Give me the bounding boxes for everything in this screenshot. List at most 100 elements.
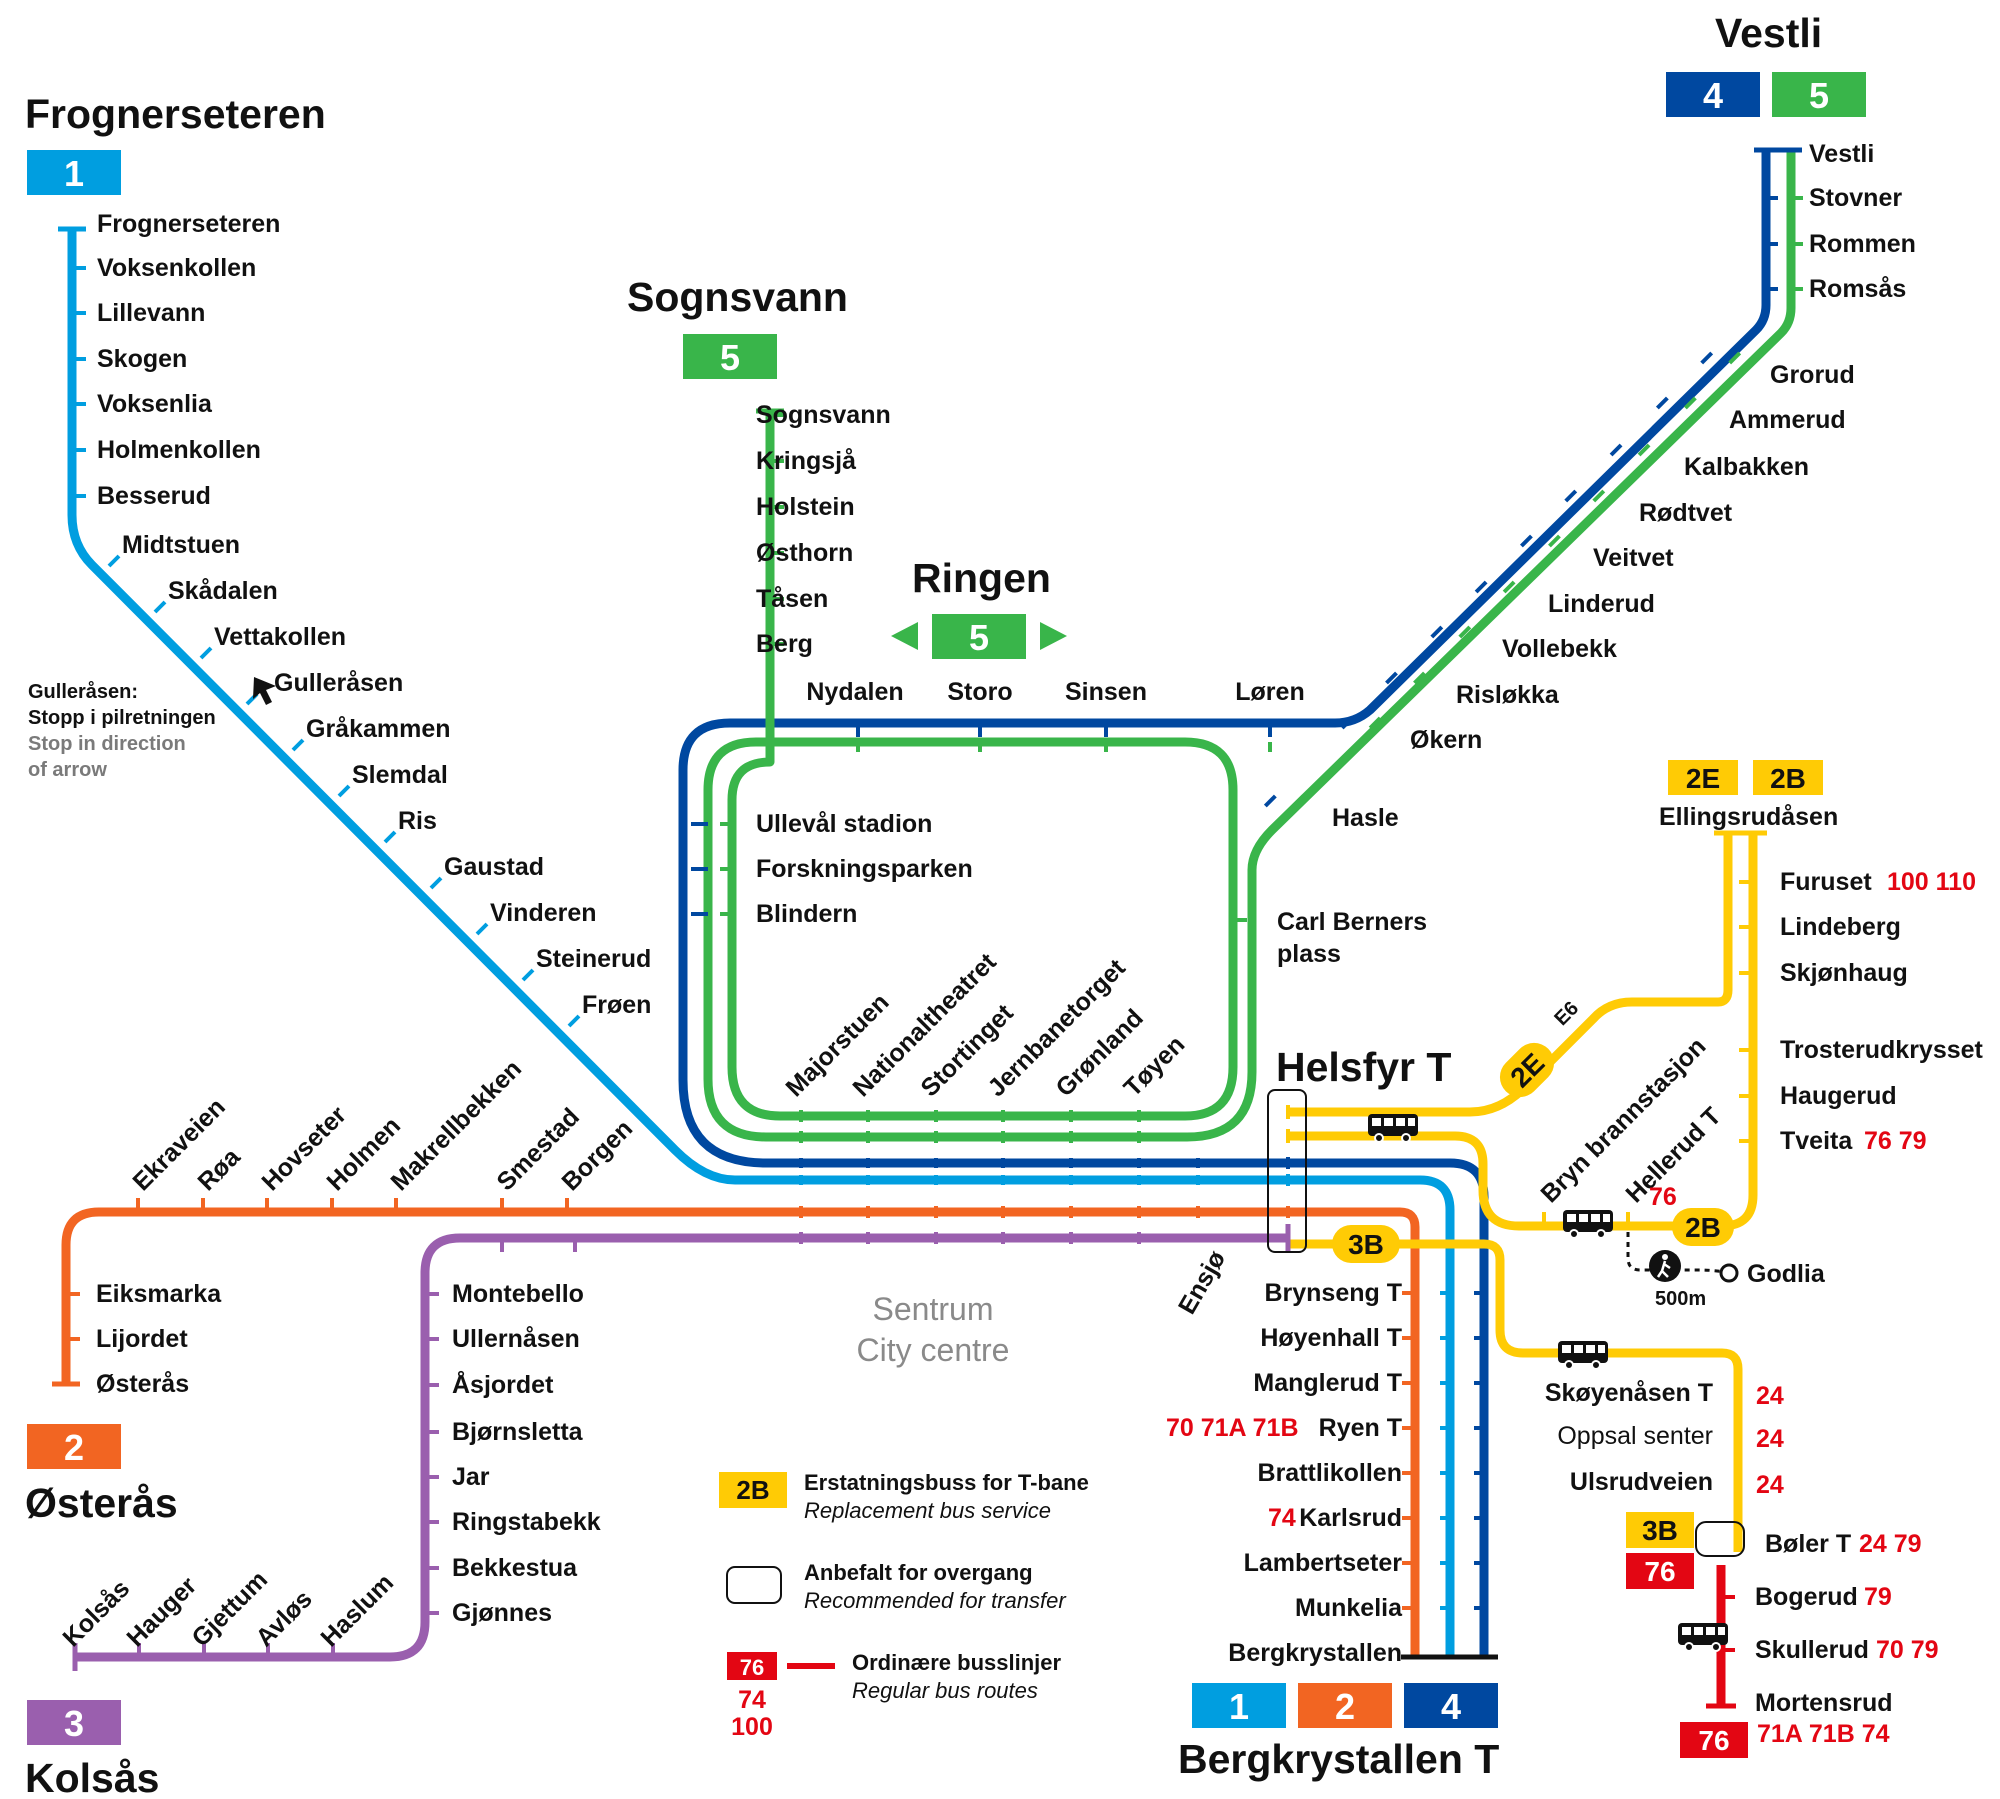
note-line-2: Stopp i pilretningen — [28, 707, 216, 729]
station-label: Manglerud T — [1253, 1369, 1402, 1397]
station-label: Røa — [192, 1142, 246, 1196]
station-label: Romsås — [1809, 275, 1906, 303]
badge-line-5-vestli: 5 — [1809, 75, 1829, 116]
pill-3b: 3B — [1348, 1229, 1384, 1260]
station-label: Østhorn — [756, 539, 853, 567]
badge-line-1-frognerseteren: 1 — [64, 153, 84, 194]
station-tick — [1458, 625, 1472, 639]
station-tick — [1340, 716, 1354, 730]
pill-2b: 2B — [1685, 1212, 1721, 1243]
station-label: Linderud — [1548, 590, 1655, 618]
station-label: Hasle — [1332, 804, 1399, 832]
station-label: Jar — [452, 1463, 490, 1491]
legend-replacement-sub: Replacement bus service — [804, 1498, 1051, 1523]
station-label: Brattlikollen — [1258, 1459, 1402, 1487]
bus-numbers: 76 79 — [1864, 1127, 1927, 1155]
station-label: Haslum — [315, 1569, 399, 1653]
station-tick — [1700, 351, 1714, 365]
station-label: Furuset — [1780, 868, 1872, 896]
station-label: Karlsrud — [1299, 1504, 1402, 1532]
station-label: Bøler T — [1765, 1530, 1851, 1558]
line-3-track — [75, 1233, 1288, 1662]
legend-badge-76: 76 — [740, 1655, 764, 1680]
badge-line-5-ringen: 5 — [969, 617, 989, 658]
station-label: Tveita — [1780, 1127, 1853, 1155]
station-label: Vettakollen — [214, 623, 346, 651]
legend-bus-title: Ordinære busslinjer — [852, 1650, 1061, 1675]
station-tick — [521, 968, 535, 982]
station-label: Godlia — [1747, 1260, 1826, 1288]
badge-76-boler: 76 — [1644, 1556, 1675, 1587]
station-label: Tåsen — [756, 585, 828, 613]
station-label: Bogerud — [1755, 1583, 1858, 1611]
bus-numbers: 24 — [1756, 1425, 1784, 1453]
legend-bus-sub: Regular bus routes — [852, 1678, 1038, 1703]
title-frognerseteren: Frognerseteren — [25, 91, 326, 137]
station-label: Veitvet — [1593, 544, 1674, 572]
station-label: Midtstuen — [122, 531, 240, 559]
legend-transfer-box-icon — [726, 1566, 782, 1604]
station-tick — [1502, 580, 1516, 594]
station-tick — [107, 554, 121, 568]
bus-icon — [1558, 1341, 1608, 1370]
station-tick — [383, 830, 397, 844]
station-label: Mortensrud — [1755, 1689, 1893, 1717]
station-label: Risløkka — [1456, 681, 1560, 709]
city-centre-label: City centre — [857, 1332, 1010, 1368]
station-label: Voksenkollen — [97, 254, 256, 282]
station-tick — [429, 876, 443, 890]
station-tick — [1683, 396, 1697, 410]
station-label: Åsjordet — [452, 1370, 554, 1399]
station-tick — [1413, 671, 1426, 685]
station-label: Sognsvann — [756, 401, 891, 429]
station-label: Rommen — [1809, 230, 1916, 258]
sentrum-label: Sentrum — [873, 1291, 994, 1327]
station-label: Holstein — [756, 493, 855, 521]
station-tick — [1592, 489, 1606, 503]
note-line-1: Gulleråsen: — [28, 680, 138, 703]
station-label: Hauger — [121, 1571, 202, 1652]
e6-label: E6 — [1550, 997, 1583, 1030]
bus-numbers: 71A 71B 74 — [1757, 1720, 1890, 1748]
station-tick — [153, 600, 167, 614]
station-label: Besserud — [97, 482, 211, 510]
walk-distance: 500m — [1655, 1288, 1706, 1310]
badge-line-4-vestli: 4 — [1703, 75, 1723, 116]
ellingsrudasen-group: 2E 2B Ellingsrudåsen — [1659, 760, 1838, 831]
station-label: Haugerud — [1780, 1082, 1897, 1110]
title-helsfyr: Helsfyr T — [1276, 1044, 1451, 1090]
station-label: Høyenhall T — [1260, 1324, 1402, 1352]
station-label: Kalbakken — [1684, 453, 1809, 481]
station-label: Skøyenåsen T — [1545, 1379, 1713, 1407]
bus-numbers: 79 — [1864, 1583, 1892, 1611]
godlia-stop-icon — [1719, 1263, 1739, 1283]
station-label: Frognerseteren — [97, 210, 280, 238]
station-label: Bergkrystallen — [1228, 1639, 1402, 1667]
badge-line-2-osteras: 2 — [64, 1427, 84, 1468]
station-label: Ringstabekk — [452, 1508, 601, 1536]
badge-line-5-sognsvann: 5 — [720, 337, 740, 378]
bus-numbers: 24 — [1756, 1382, 1784, 1410]
line-badges: 1 4 5 5 5 2 3 1 2 4 — [27, 72, 1866, 1745]
station-label: Nydalen — [806, 678, 903, 706]
ring-arrow-right-icon — [1040, 622, 1067, 650]
station-label: Østerås — [96, 1370, 189, 1398]
tracks — [52, 147, 1803, 1709]
station-label: Grorud — [1770, 361, 1855, 389]
bus-numbers: 74 — [1268, 1504, 1296, 1532]
badge-76-mortensrud: 76 — [1698, 1725, 1729, 1756]
station-label: Voksenlia — [97, 390, 213, 418]
bus-numbers: 76 — [1649, 1183, 1677, 1211]
station-label: Forskningsparken — [756, 855, 973, 883]
legend-replacement-title: Erstatningsbuss for T-bane — [804, 1470, 1089, 1495]
station-label: Rødtvet — [1639, 499, 1733, 527]
station-label: Lindeberg — [1780, 913, 1901, 941]
station-label: Steinerud — [536, 945, 651, 973]
title-bergkrystallen: Bergkrystallen T — [1178, 1736, 1499, 1782]
station-label: Gråkammen — [306, 715, 451, 743]
station-tick — [1728, 351, 1742, 365]
station-label: Lijordet — [96, 1325, 188, 1353]
bus-numbers: 24 — [1756, 1471, 1784, 1499]
station-tick — [337, 784, 351, 798]
